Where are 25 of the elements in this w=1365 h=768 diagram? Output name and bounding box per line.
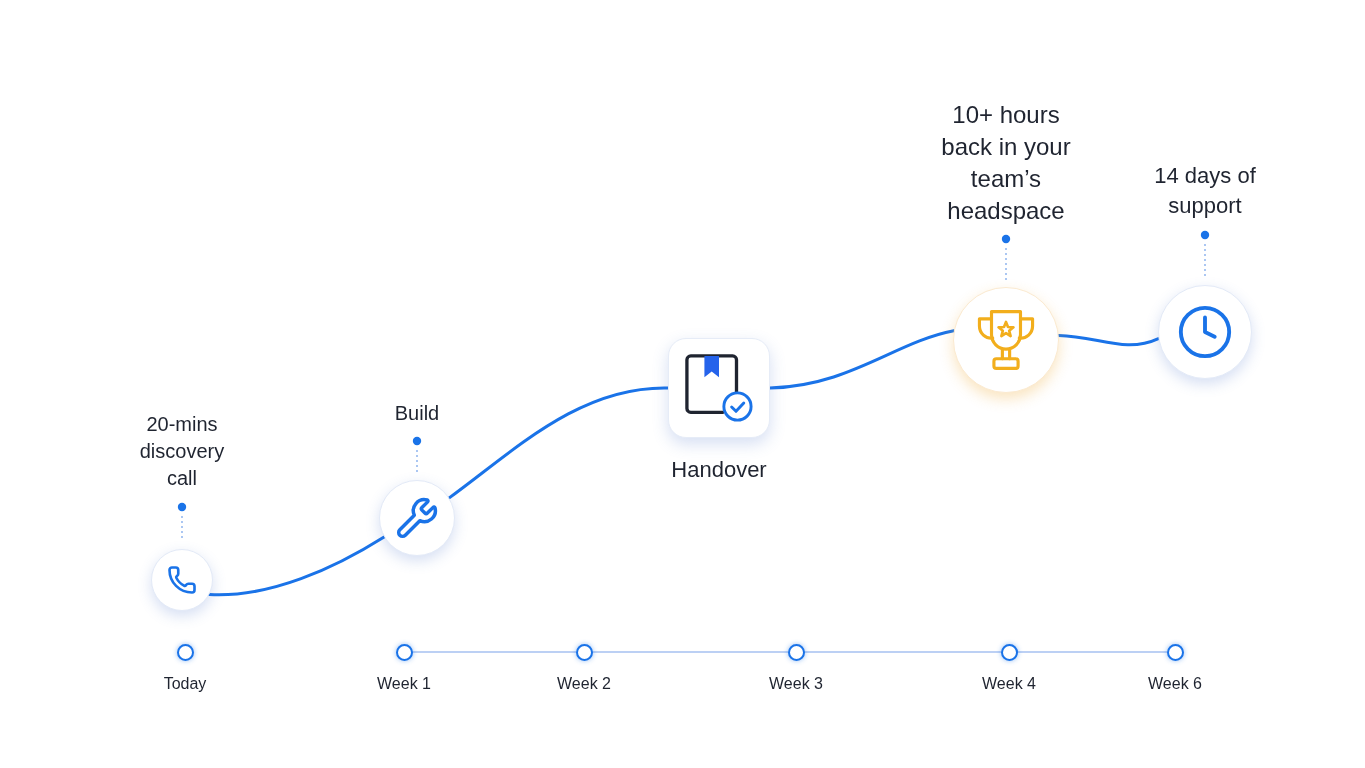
curved-connector bbox=[1057, 333, 1160, 347]
week-label: Week 2 bbox=[557, 674, 611, 694]
week-label: Today bbox=[163, 674, 207, 694]
milestone-label: Build bbox=[394, 401, 440, 426]
timeline-marker bbox=[575, 643, 593, 661]
timeline-line bbox=[1016, 651, 1168, 653]
timeline-line bbox=[803, 651, 1002, 653]
curved-connector bbox=[447, 386, 670, 500]
timeline-line bbox=[411, 651, 577, 653]
curved-connector bbox=[207, 535, 386, 597]
milestone-label: 14 days of support bbox=[1153, 162, 1257, 220]
milestone-label: 20-mins discovery call bbox=[138, 412, 226, 491]
timeline-marker bbox=[1166, 643, 1184, 661]
week-label: Week 1 bbox=[377, 674, 431, 694]
timeline-marker bbox=[395, 643, 413, 661]
timeline-marker bbox=[1000, 643, 1018, 661]
week-label: Week 4 bbox=[982, 674, 1036, 694]
milestone-label: Handover bbox=[671, 456, 767, 484]
milestone-label: 10+ hours back in your team’s headspace bbox=[940, 100, 1072, 226]
timeline-line bbox=[591, 651, 789, 653]
week-label: Week 6 bbox=[1148, 674, 1202, 694]
timeline-marker bbox=[176, 643, 194, 661]
timeline-marker bbox=[787, 643, 805, 661]
week-label: Week 3 bbox=[769, 674, 823, 694]
milestone-card bbox=[668, 338, 770, 438]
